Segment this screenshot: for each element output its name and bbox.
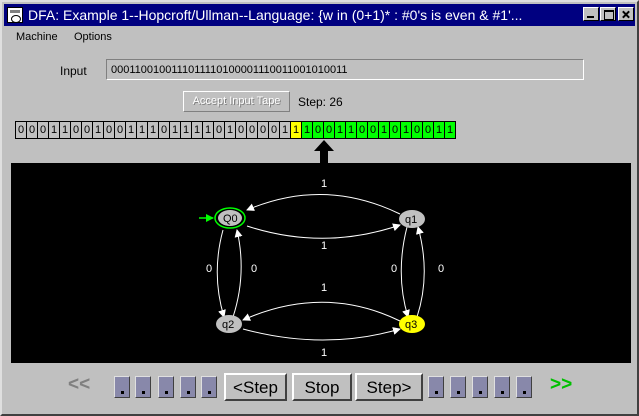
fast-forward-button[interactable]: >> bbox=[550, 374, 573, 395]
step-back-button[interactable]: <Step bbox=[224, 373, 287, 401]
label-q3-q1: 0 bbox=[438, 263, 444, 275]
rewind-button[interactable]: << bbox=[68, 374, 91, 395]
maximize-button[interactable] bbox=[600, 7, 616, 21]
input-tape-field[interactable] bbox=[106, 59, 584, 80]
window-title: DFA: Example 1--Hopcroft/Ullman--Languag… bbox=[28, 7, 523, 23]
step-forward-button[interactable]: Step> bbox=[355, 373, 423, 401]
edge-q1-q3 bbox=[400, 226, 410, 318]
state-q1-label: q1 bbox=[405, 214, 417, 226]
menu-machine[interactable]: Machine bbox=[16, 31, 58, 43]
state-q3 bbox=[399, 315, 425, 333]
state-q0-label: Q0 bbox=[223, 213, 238, 225]
label-q3-q2: 1 bbox=[321, 282, 327, 294]
tape-slot-left-3[interactable] bbox=[158, 376, 174, 398]
minimize-button[interactable] bbox=[583, 7, 599, 21]
state-q1 bbox=[399, 210, 425, 228]
label-q1-q0: 1 bbox=[321, 178, 327, 190]
edge-q2-q0 bbox=[232, 229, 243, 318]
tape-cell-read: 1 bbox=[169, 121, 181, 139]
state-q0-accept-ring bbox=[214, 207, 246, 229]
tape-slot-right-1[interactable] bbox=[428, 376, 444, 398]
tape-slot-left-5[interactable] bbox=[201, 376, 217, 398]
menu-options[interactable]: Options bbox=[74, 31, 112, 43]
tape-slot-right-4[interactable] bbox=[494, 376, 510, 398]
state-q2-label: q2 bbox=[222, 319, 234, 331]
tape-cell-unread: 1 bbox=[433, 121, 445, 139]
step-counter: Step: 26 bbox=[298, 95, 343, 109]
tape-slot-right-2[interactable] bbox=[450, 376, 466, 398]
tape-cell-read: 0 bbox=[268, 121, 280, 139]
tape-slot-right-5[interactable] bbox=[516, 376, 532, 398]
tape-slot-left-2[interactable] bbox=[135, 376, 151, 398]
state-q0 bbox=[218, 210, 242, 226]
edge-q0-q2 bbox=[216, 229, 226, 318]
tape-slot-left-1[interactable] bbox=[114, 376, 130, 398]
edge-q3-q2 bbox=[242, 301, 401, 322]
label-q0-q2: 0 bbox=[206, 263, 212, 275]
tape-cell-unread: 0 bbox=[389, 121, 401, 139]
title-bar: DFA: Example 1--Hopcroft/Ullman--Languag… bbox=[4, 4, 635, 26]
menu-bar: Machine Options bbox=[4, 28, 635, 46]
label-q0-q1: 1 bbox=[321, 240, 327, 252]
close-button[interactable] bbox=[618, 7, 634, 21]
tape-slot-left-4[interactable] bbox=[180, 376, 196, 398]
tape-cell-unread: 1 bbox=[444, 121, 456, 139]
dfa-diagram: 1 1 1 1 0 0 0 0 Q0 q1 q2 q3 bbox=[199, 178, 444, 359]
label-q1-q3: 0 bbox=[391, 263, 397, 275]
label-q2-q0: 0 bbox=[251, 263, 257, 275]
tape-head-arrow-icon bbox=[314, 140, 334, 164]
app-icon bbox=[7, 7, 23, 23]
edge-q0-q1 bbox=[246, 223, 401, 239]
tape-cell-unread: 0 bbox=[411, 121, 423, 139]
dfa-canvas: 1 1 1 1 0 0 0 0 Q0 q1 q2 q3 bbox=[11, 163, 631, 363]
step-controls: << <Step Stop Step> >> bbox=[2, 370, 637, 404]
stop-button[interactable]: Stop bbox=[292, 373, 352, 401]
label-q2-q3: 1 bbox=[321, 347, 327, 359]
edge-q1-q0 bbox=[246, 193, 401, 215]
edge-q3-q1 bbox=[416, 226, 425, 318]
input-label: Input bbox=[60, 64, 87, 78]
state-q3-label: q3 bbox=[405, 319, 417, 331]
accept-input-tape-button[interactable]: Accept Input Tape bbox=[183, 91, 290, 112]
tape-slot-right-3[interactable] bbox=[472, 376, 488, 398]
edge-q2-q3 bbox=[242, 327, 401, 341]
state-q2 bbox=[216, 315, 242, 333]
